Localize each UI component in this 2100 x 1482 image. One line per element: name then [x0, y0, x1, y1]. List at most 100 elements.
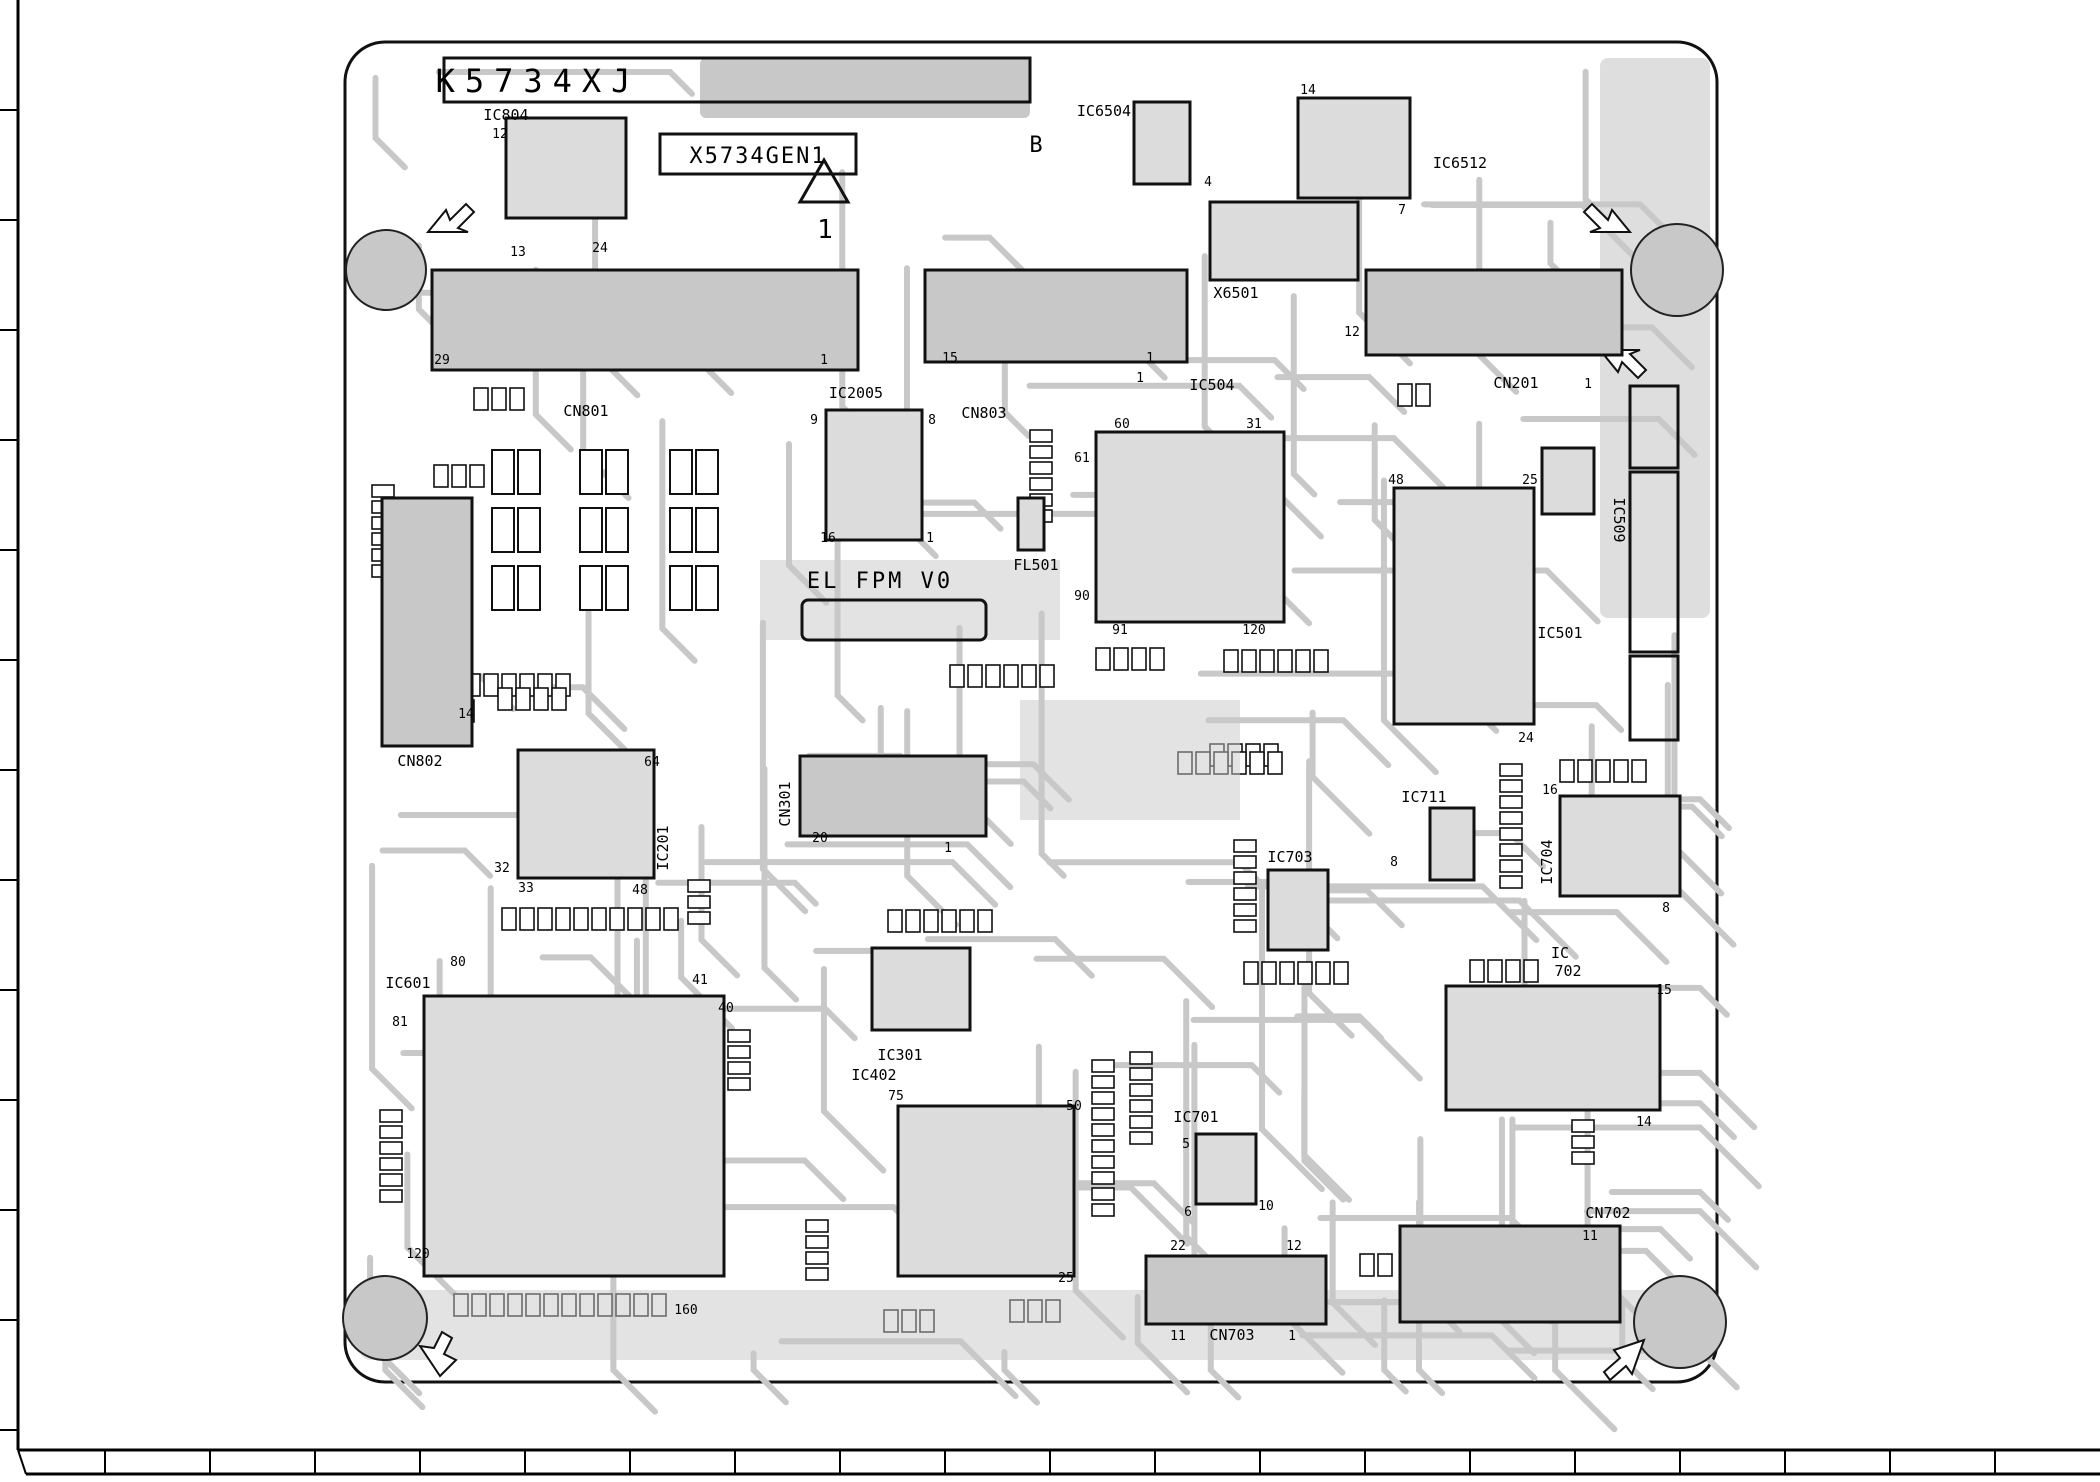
ic2005-body	[824, 408, 924, 542]
smd-pad	[1499, 827, 1523, 841]
smd-pad	[1333, 961, 1349, 985]
pin-label: 90	[1074, 589, 1090, 604]
smd-pad	[1149, 647, 1165, 671]
component-cluster-part	[491, 449, 515, 495]
smd-pad	[1267, 751, 1283, 775]
smd-pad	[1233, 903, 1257, 917]
smd-pad	[519, 907, 535, 931]
smd-pad	[1277, 649, 1293, 673]
arrow-top-right-icon	[1582, 202, 1633, 233]
smd-pad	[515, 687, 531, 711]
smd-pad	[1029, 477, 1053, 491]
smd-pad	[1499, 859, 1523, 873]
smd-pad	[1091, 1155, 1115, 1169]
pin-label: 25	[1058, 1271, 1074, 1286]
mount-hole-top-left	[345, 229, 427, 311]
arrow-bottom-left-icon	[417, 1330, 458, 1378]
pin-label: 12	[1286, 1239, 1302, 1254]
mount-hole-bottom-left	[342, 1275, 428, 1361]
smd-pad	[1249, 751, 1265, 775]
smd-pad	[533, 687, 549, 711]
pin-label: 16	[1542, 783, 1558, 798]
ic504-body	[1094, 430, 1286, 624]
smd-pad	[1129, 1051, 1153, 1065]
pin-label: 5	[1182, 1137, 1190, 1152]
pin-label: 32	[494, 861, 510, 876]
pin-label: 13	[510, 245, 526, 260]
connector-cn703	[1144, 1254, 1328, 1326]
mount-hole-top-right	[1630, 223, 1724, 317]
trace	[1183, 997, 1216, 1266]
label-ic703: IC703	[1267, 848, 1312, 866]
connector-cn201	[1364, 268, 1624, 357]
label-ic6512: IC6512	[1433, 154, 1487, 172]
smd-pad	[727, 1061, 751, 1075]
smd-pad	[1499, 875, 1523, 889]
smd-pad	[1313, 649, 1329, 673]
connector-cn802	[380, 496, 474, 748]
smd-pad	[977, 909, 993, 933]
smd-pad	[805, 1235, 829, 1249]
pin-label: 12	[1344, 325, 1360, 340]
connector-cn801	[430, 268, 860, 372]
ic402-body	[896, 1104, 1076, 1278]
label-ic2005: IC2005	[829, 384, 883, 402]
ic501-body	[1392, 486, 1536, 726]
label-cn702: CN702	[1585, 1204, 1630, 1222]
smd-pad	[1415, 383, 1431, 407]
ic703-body	[1266, 868, 1330, 952]
trace	[404, 1151, 458, 1297]
trace	[379, 847, 494, 879]
smd-pad	[537, 907, 553, 931]
trace	[1102, 1062, 1283, 1096]
smd-pad	[1571, 1119, 1595, 1133]
pin-label: 1	[1584, 377, 1592, 392]
smd-pad	[1129, 1067, 1153, 1081]
smd-pad	[1233, 839, 1257, 853]
trace	[1190, 1016, 1423, 1082]
smd-pad	[727, 1045, 751, 1059]
arrow-top-left-icon	[425, 202, 476, 233]
pin-label: 20	[812, 831, 828, 846]
pin-label: 91	[1112, 623, 1128, 638]
component-cluster-part	[669, 449, 693, 495]
label-ic509: IC509	[1610, 497, 1628, 542]
smd-pad	[1505, 959, 1521, 983]
smd-pad	[941, 909, 957, 933]
smd-pad	[1039, 664, 1055, 688]
pin-label: 61	[1074, 451, 1090, 466]
component-cluster-part	[579, 565, 603, 611]
smd-pad	[887, 909, 903, 933]
smd-pad	[551, 687, 567, 711]
smd-pad	[627, 907, 643, 931]
trace	[1275, 897, 1579, 960]
pin-label: 1	[1136, 371, 1144, 386]
ic301-body	[870, 946, 972, 1032]
smd-pad	[805, 1267, 829, 1281]
pin-label: 75	[888, 1089, 904, 1104]
smd-pad	[805, 1251, 829, 1265]
smd-pad	[555, 907, 571, 931]
smd-pad	[1397, 383, 1413, 407]
label-ic711: IC711	[1401, 788, 1446, 806]
smd-pad	[1129, 1131, 1153, 1145]
mounting-holes	[342, 223, 1727, 1369]
smd-pad	[501, 907, 517, 931]
pin-label: 15	[942, 351, 958, 366]
trace	[1274, 374, 1408, 416]
smd-pad	[483, 673, 499, 697]
smd-pad	[1091, 1107, 1115, 1121]
label-fl501: FL501	[1013, 556, 1058, 574]
pin-label: 1	[944, 841, 952, 856]
trace	[1301, 967, 1347, 1203]
pin-label: 1	[1288, 1329, 1296, 1344]
smd-pad	[1029, 461, 1053, 475]
pin-label: 60	[1114, 417, 1130, 432]
smd-pad	[1091, 1123, 1115, 1137]
trace	[703, 859, 999, 908]
smd-pad	[805, 1219, 829, 1233]
ic6504-body	[1132, 100, 1192, 186]
arrow-bottom-right-icon	[1602, 1338, 1646, 1382]
smd-pad	[379, 1109, 403, 1123]
component-cluster-part	[517, 565, 541, 611]
